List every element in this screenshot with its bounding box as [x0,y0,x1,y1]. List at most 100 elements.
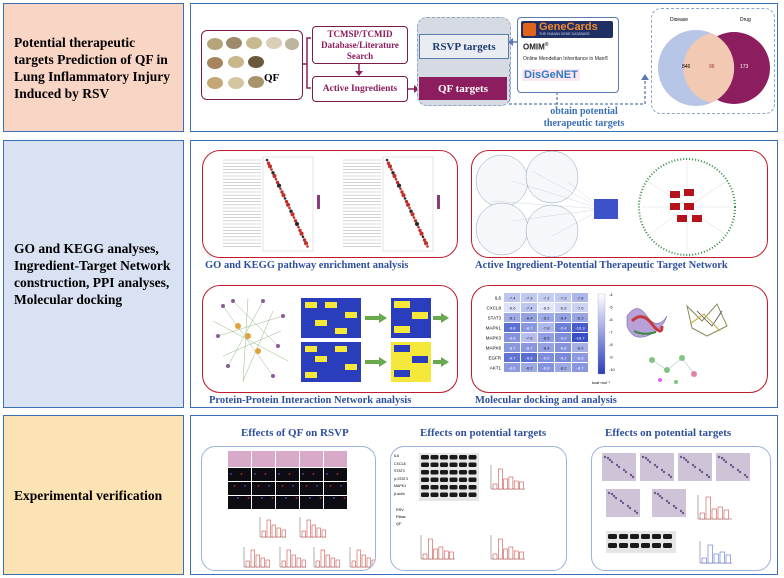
bar [301,530,306,538]
enrichment-dot [423,241,429,246]
heatmap-value: -8.7 [577,365,585,370]
heatmap-value: -8.5 [543,335,551,340]
fluorescence-dot [237,497,239,499]
ihc-cell [707,475,711,479]
venn-box: Disease Drug 846 96 173 [651,8,775,114]
enrichment-dot [387,164,393,169]
down-arrow-icon [355,63,363,76]
ihc-cell [679,455,683,459]
enrichment-dot [409,209,413,213]
enrichment-dot [284,199,289,204]
heatmap-value: -7.3 [526,295,534,300]
bar [255,554,260,568]
enrichment-dot [386,161,391,165]
heatmap-value: -9.7 [509,355,517,360]
enrichment-dot [306,245,309,248]
bar [320,549,325,568]
heatmap-cell [572,343,588,352]
ihc-cell [686,460,690,464]
wb-label: β-actin [394,491,405,496]
fluorescence-image [228,482,251,495]
he-stain-image [324,451,347,467]
histology-and-bars [228,451,375,568]
ihc-cell [603,455,607,459]
genecards-name: GeneCards [539,21,598,33]
blot-band [449,477,458,482]
ihc-cell [722,458,726,462]
bar [260,557,265,568]
heatmap-value: -7.4 [509,295,517,300]
ihc-cell [729,463,733,467]
enrichment-dot [422,238,427,242]
fluorescence-image [252,482,275,495]
ihc-cell [641,455,645,459]
fluorescence-dot [285,497,287,499]
heatmap-scale-tick: -4 [609,292,613,297]
enrichment-dot [280,190,284,194]
wb-label: IL6 [394,454,399,458]
ihc-cell [700,470,704,474]
qf-targets-label: QF targets [438,82,488,95]
fluorescence-dot [247,497,250,499]
heatmap-cell [555,353,571,362]
ihc-cell [608,458,612,462]
bar [498,538,503,560]
heatmap-cell [504,363,520,372]
heatmap-cell [504,303,520,312]
enrichment-dot [294,221,300,227]
blot-band [430,485,439,490]
bar [498,468,503,490]
blot-band [421,470,429,475]
ihc-cell [655,465,659,469]
enrichment-dot [292,216,296,219]
heatmap-row-label: CXCL8 [486,306,501,311]
effects-rsvp-title: Effects of QF on RSVP [241,427,349,439]
bar [719,551,725,564]
ihc-cell [743,473,747,477]
blot-band [608,534,617,539]
databases-box: GeneCards THE HUMAN GENE DATABASE OMIM® … [517,17,619,93]
bar [713,553,719,564]
ihc-cell [724,460,728,464]
blot-band [449,462,458,467]
venn-right-count: 173 [740,64,749,70]
enrichment-dot [289,209,293,213]
obtain-arrow [509,64,649,105]
blot-band [449,470,458,475]
effects-targets-title-1: Effects on potential targets [420,427,547,439]
blot-band [641,543,650,548]
enrichment-dot [400,190,404,194]
heatmap-cell [572,363,588,372]
heatmap-row-label: MAPK8 [486,346,502,351]
ihc-cell [705,473,709,477]
heatmap-cell [555,303,571,312]
blot-band [468,485,477,490]
bar [428,538,433,560]
ihc-cell [646,458,650,462]
ihc-cell [684,458,688,462]
fluorescence-dot [264,473,267,475]
blot-band [459,477,467,482]
heatmap-scale-tick: -9 [609,355,613,360]
heatmap-value: -8.4 [560,315,568,320]
ihc-cell [667,501,671,505]
bar [508,546,514,560]
genecards-icon [523,23,536,36]
fluorescence-dot [326,473,328,475]
bar [281,529,286,538]
ihc-cell [665,499,669,503]
heatmap-cell [572,333,588,342]
blot-band [421,462,429,467]
heatmap-cell [538,343,554,352]
enrichment-dot [391,171,395,175]
enrichment-dot [408,206,411,210]
bar [286,549,291,568]
ihc-cell [610,460,614,464]
row-label-prediction-text: Potential therapeutic targets Prediction… [14,34,171,101]
ihc-cell [738,470,742,474]
blot-band [440,485,448,490]
enrichment-dot [301,235,305,239]
ihc-cell [658,494,662,498]
heatmap-cell [555,333,571,342]
bar [725,554,731,564]
